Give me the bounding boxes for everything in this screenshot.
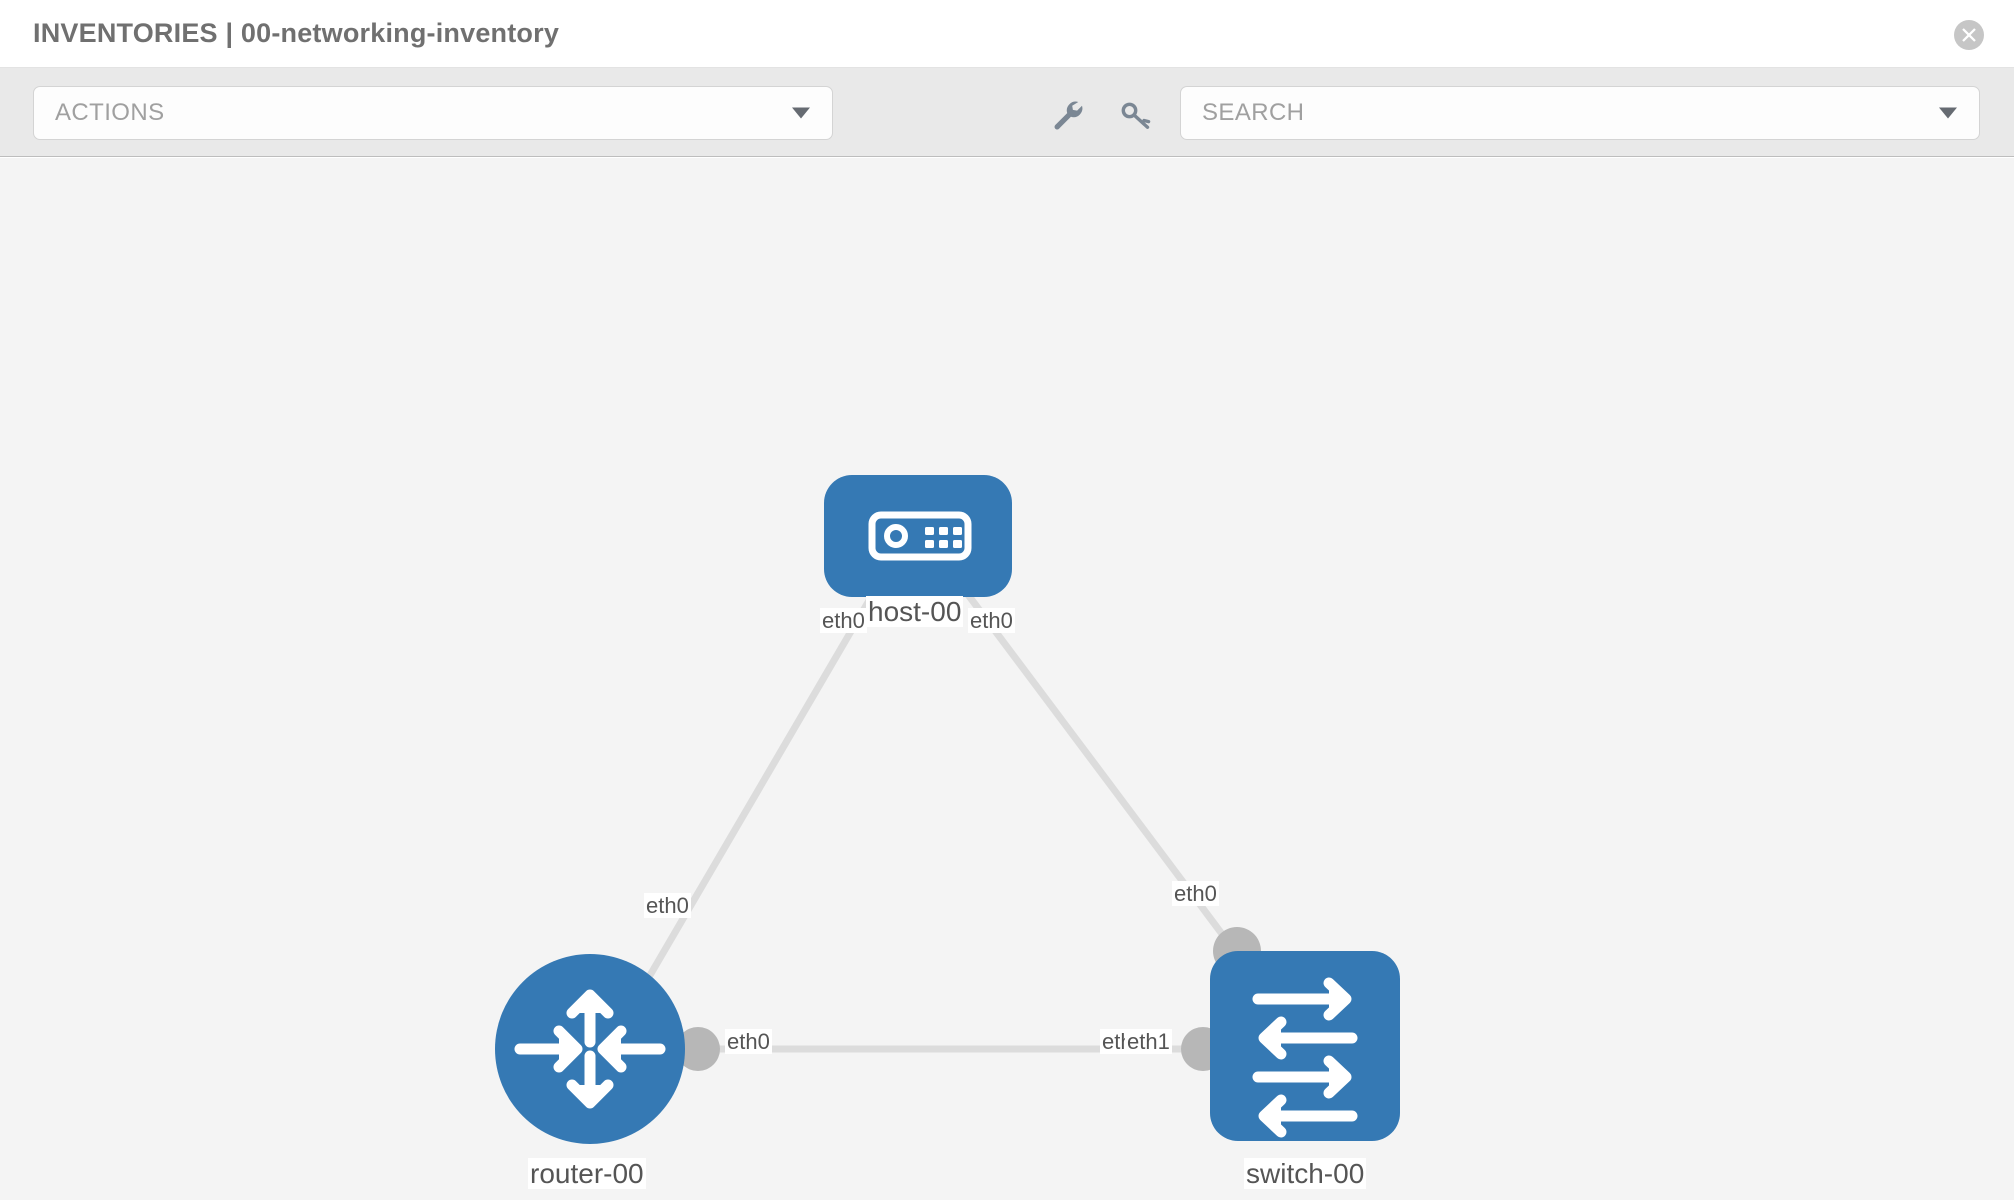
- iface-label-host-right: eth0: [968, 608, 1015, 634]
- iface-label-switch-top: eth0: [1172, 881, 1219, 907]
- router-arrows-icon: [514, 989, 666, 1109]
- node-router-00: [495, 954, 685, 1144]
- topology-canvas[interactable]: eth0 host-00 eth0 eth0 eth0 eth0 eth eth…: [0, 158, 2014, 1200]
- chevron-down-icon: [792, 107, 810, 119]
- close-icon[interactable]: [1954, 20, 1984, 50]
- server-icon: [868, 511, 972, 561]
- chevron-down-icon: [1939, 107, 1957, 119]
- iface-label-switch-left: eth1: [1125, 1029, 1172, 1055]
- node-label-router-00: router-00: [528, 1158, 646, 1190]
- edge-host-router: [621, 566, 892, 1020]
- node-label-host-00: host-00: [866, 596, 964, 628]
- iface-label-router-top: eth0: [644, 893, 691, 919]
- page-title: INVENTORIES | 00-networking-inventory: [33, 18, 560, 48]
- node-label-switch-00: switch-00: [1244, 1158, 1367, 1190]
- search-input[interactable]: SEARCH: [1180, 86, 1980, 140]
- search-input-placeholder: SEARCH: [1202, 99, 1305, 126]
- node-switch-00: [1210, 951, 1400, 1141]
- switch-arrows-icon: [1252, 977, 1358, 1138]
- page-header: INVENTORIES | 00-networking-inventory: [0, 0, 2014, 68]
- iface-label-host-left: eth0: [820, 608, 867, 634]
- key-icon[interactable]: [1117, 96, 1153, 132]
- topology-graph: [495, 475, 1400, 1144]
- actions-dropdown-label: ACTIONS: [55, 99, 165, 126]
- node-host-00: [824, 475, 1012, 597]
- actions-dropdown[interactable]: ACTIONS: [33, 86, 833, 140]
- wrench-icon[interactable]: [1048, 96, 1084, 132]
- iface-label-router-right: eth0: [725, 1029, 772, 1055]
- connector-router-right: [676, 1027, 720, 1071]
